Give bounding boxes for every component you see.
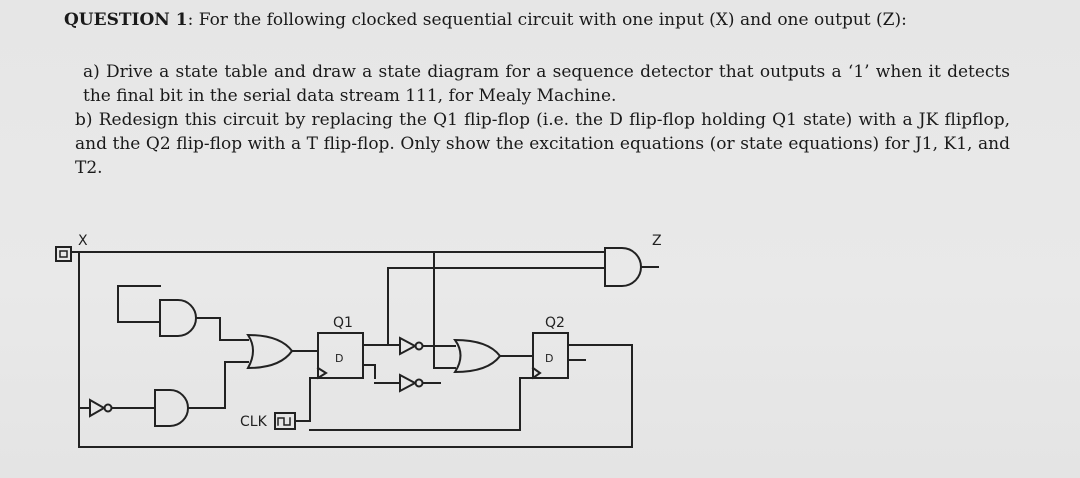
input-terminal — [55, 246, 72, 262]
flip-flop-q2 — [532, 332, 569, 379]
inverter-1 — [89, 398, 107, 418]
x-left-wire — [78, 251, 91, 409]
question-heading: QUESTION 1: For the following clocked se… — [64, 10, 907, 30]
question-prompt: : For the following clocked sequential c… — [187, 10, 907, 30]
ff2-label: Q2 — [545, 315, 565, 331]
part-a-text: a) Drive a state table and draw a state … — [83, 62, 1010, 106]
part-b-text: b) Redesign this circuit by replacing th… — [75, 110, 1010, 178]
flip-flop-q1 — [317, 332, 364, 379]
output-label: Z — [652, 233, 662, 249]
inverter-3 — [399, 373, 418, 393]
feedback-wire — [78, 344, 633, 448]
or2-gate — [453, 338, 502, 374]
output-and-gate — [604, 247, 642, 287]
and2-gate — [154, 389, 189, 427]
question-label: QUESTION 1 — [64, 10, 188, 30]
ff2-pin-label: D — [545, 352, 553, 365]
q1-tap-wire — [387, 267, 606, 346]
question-parts: a) Drive a state table and draw a state … — [75, 60, 1010, 180]
ff1-label: Q1 — [333, 315, 353, 331]
inverter-2 — [399, 336, 418, 356]
q2-tap-wire — [433, 251, 456, 369]
circuit-diagram: X Z CLK Q1 Q2 D D — [55, 233, 662, 448]
clock-label: CLK — [240, 414, 268, 430]
or1-gate — [246, 333, 294, 370]
ff1-pin-label: D — [335, 352, 343, 365]
and1-gate — [159, 299, 197, 337]
and1-input-wire — [117, 285, 161, 323]
input-label: X — [78, 233, 88, 249]
